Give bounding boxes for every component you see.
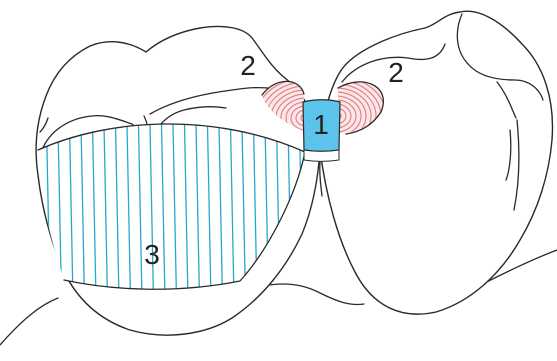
label-contact-area: 1	[313, 109, 329, 140]
contact-area-embrasure	[304, 150, 339, 162]
label-marginal-ridge-left: 2	[240, 50, 256, 81]
label-buccal-surface: 3	[144, 239, 160, 270]
interproximal-line	[320, 162, 322, 196]
right-molar	[320, 11, 552, 314]
label-marginal-ridge-right: 2	[388, 57, 404, 88]
